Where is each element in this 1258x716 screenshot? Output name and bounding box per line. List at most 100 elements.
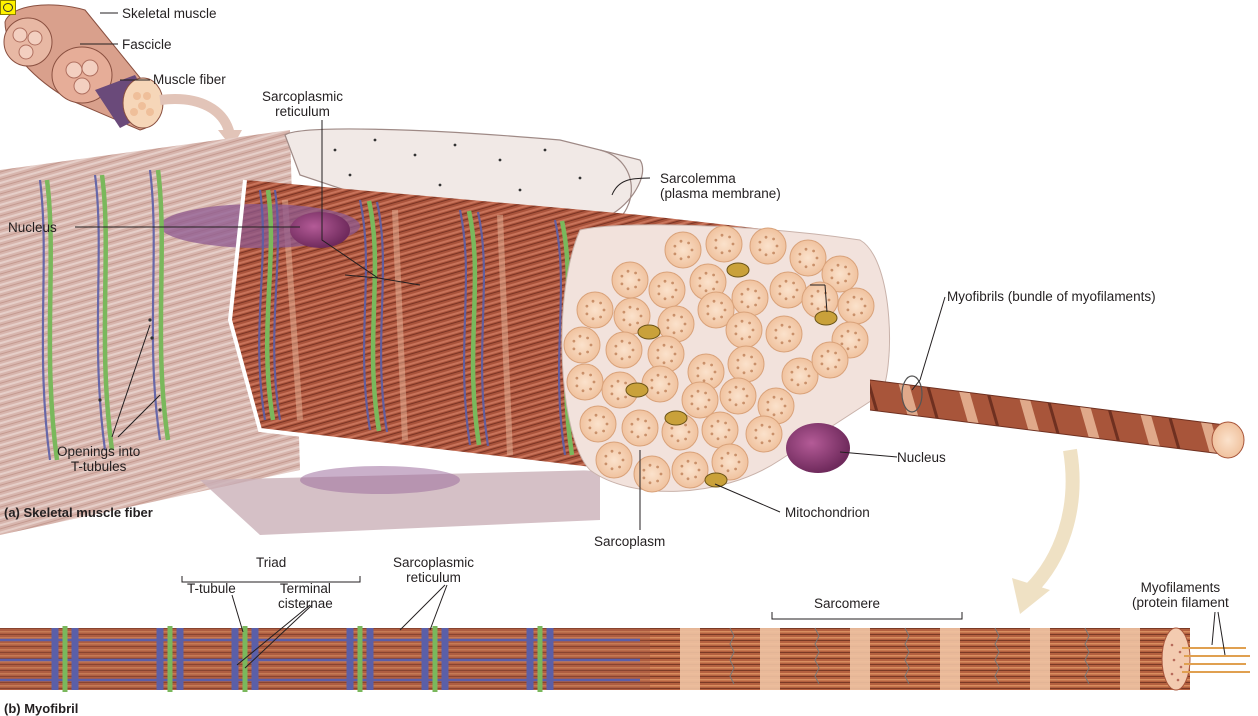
myofilament-dot	[720, 301, 723, 305]
myofilament-dot	[780, 397, 783, 401]
myofilament-dot	[610, 392, 614, 396]
myofilament-dot	[618, 451, 621, 455]
myofilament-dot	[774, 328, 778, 332]
myofilament-dot	[620, 339, 624, 343]
label-fascicle: Fascicle	[122, 37, 172, 52]
myofilament-dot	[656, 391, 660, 395]
myofilament-dot	[670, 359, 673, 363]
myofilament-dot	[836, 281, 840, 285]
myofilament-dot	[734, 467, 737, 471]
label-muscle-fiber: Muscle fiber	[153, 72, 226, 87]
myofilament-dot	[754, 289, 757, 293]
myofilament-dot	[778, 292, 782, 296]
label-nucleus-right: Nucleus	[897, 450, 946, 465]
myofilament-dot	[754, 303, 757, 307]
myofilament-dot	[774, 336, 778, 340]
myofilament-dot	[846, 308, 850, 312]
myofilament-dot	[636, 307, 639, 311]
myofilament-dot	[840, 342, 844, 346]
myofilament-dot	[604, 454, 608, 458]
myofilament-dot	[621, 458, 625, 462]
myofilament-dot	[804, 381, 807, 385]
myofilament-dot	[690, 394, 694, 398]
myofilament-dot	[578, 334, 582, 338]
myofilament-dot	[599, 301, 602, 305]
myofilament-dot	[804, 265, 808, 269]
myofilament-dot	[666, 318, 670, 322]
myofilament-dot	[712, 299, 716, 303]
myofilament-dot	[648, 481, 652, 485]
myofilament-dot	[662, 361, 666, 365]
myofilament-dot	[687, 241, 690, 245]
label-skeletal-muscle: Skeletal muscle	[122, 6, 217, 21]
myofilament-dot	[698, 276, 702, 280]
myofibril-strip	[0, 626, 1250, 692]
myofilament-dot	[860, 297, 863, 301]
myofibril-end	[576, 291, 614, 329]
myofilament-dot	[581, 371, 585, 375]
myofilament-dot	[680, 472, 684, 476]
myofilament-dot	[827, 298, 831, 302]
myofibril-end	[725, 311, 763, 349]
myofilament-dot	[830, 268, 834, 272]
myofilament-dot	[657, 284, 661, 288]
myofilament-dot	[706, 304, 710, 308]
myofibril-cross-sections	[563, 225, 875, 493]
myofibril-end	[821, 255, 859, 293]
myofilament-dot	[834, 351, 837, 355]
myofilament-dot	[772, 413, 776, 417]
label-sarcoplasm: Sarcoplasm	[594, 534, 666, 549]
myofilament-dot	[585, 304, 589, 308]
extended-myofibril	[869, 375, 1245, 614]
myofilament-dot	[702, 379, 706, 383]
myofilament-dot	[810, 302, 814, 306]
label-sarcolemma: Sarcolemma (plasma membrane)	[660, 171, 781, 201]
myofilament-dot	[575, 384, 579, 388]
myofilament-dot	[581, 389, 585, 393]
myofilament-dot	[696, 366, 700, 370]
myofilament-dot	[656, 356, 660, 360]
label-triad: Triad	[256, 555, 287, 570]
myofilament-dot	[680, 464, 684, 468]
myofibril-end	[701, 411, 739, 449]
myofilament-dot	[673, 352, 677, 356]
myofilament-dot	[772, 237, 775, 241]
myofilament-dot	[830, 276, 834, 280]
myofilament-dot	[631, 348, 635, 352]
myofilament-dot	[852, 313, 856, 317]
myofilament-dot	[628, 355, 631, 359]
myofilament-dot	[664, 375, 667, 379]
myofilament-dot	[783, 404, 787, 408]
myofilament-dot	[696, 374, 700, 378]
myofilament-dot	[742, 371, 746, 375]
myofilament-dot	[684, 423, 687, 427]
myofilament-dot	[659, 472, 663, 476]
myofilament-dot	[620, 357, 624, 361]
myofilament-dot	[734, 332, 738, 336]
myofilament-dot	[816, 289, 820, 293]
myofilament-dot	[790, 370, 794, 374]
myofilament-dot	[696, 389, 700, 393]
myofilament-dot	[740, 300, 744, 304]
caption-b: (b) Myofibril	[4, 701, 79, 716]
myofilament-dot	[723, 308, 727, 312]
myofibril-end	[664, 231, 702, 269]
myofilament-dot	[710, 424, 714, 428]
myofilament-dot	[840, 334, 844, 338]
myofilament-dot	[728, 249, 731, 253]
myofibril-end	[621, 409, 659, 447]
myofilament-dot	[734, 385, 738, 389]
label-myofilaments: Myofilaments (protein filament	[1132, 580, 1229, 610]
myofilament-dot	[758, 248, 762, 252]
myofilament-dot	[792, 281, 795, 285]
myofilament-dot	[602, 429, 605, 433]
myofilament-dot	[844, 265, 847, 269]
myofilament-dot	[758, 240, 762, 244]
label-openings-t-tubules: Openings into T-tubules	[57, 444, 141, 474]
myofilament-dot	[636, 435, 640, 439]
myofilament-dot	[618, 465, 621, 469]
myofilament-dot	[644, 433, 647, 437]
myofilament-dot	[798, 260, 802, 264]
myofilament-dot	[768, 425, 771, 429]
myofilament-dot	[728, 398, 732, 402]
